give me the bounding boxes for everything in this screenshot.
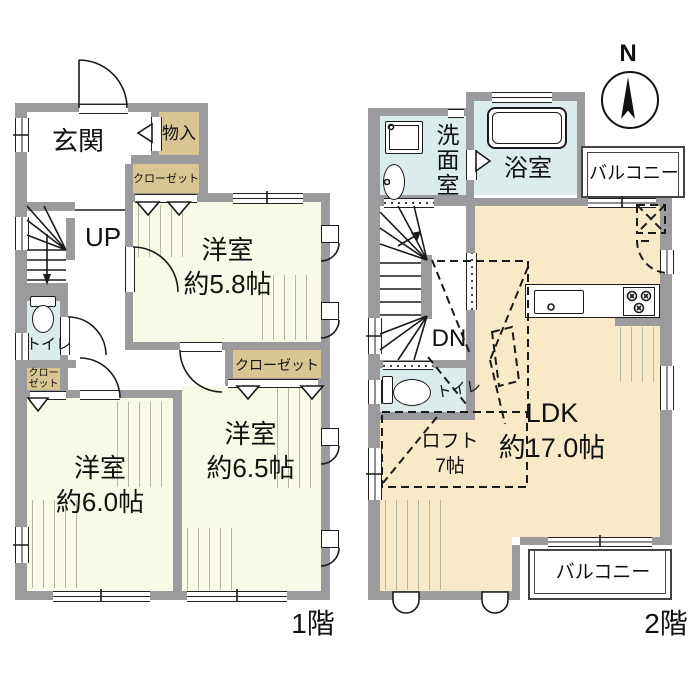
window bbox=[187, 591, 287, 602]
closet-track bbox=[30, 391, 66, 400]
wall bbox=[15, 360, 76, 368]
casement-window bbox=[321, 302, 339, 320]
door-opening bbox=[79, 104, 128, 114]
vent-opening bbox=[448, 109, 464, 118]
ldk-size: 約17.0帖 bbox=[498, 433, 606, 464]
wall bbox=[66, 218, 75, 260]
door-opening bbox=[80, 390, 120, 400]
room-6-5-label: 洋室 約6.5帖 bbox=[178, 418, 323, 486]
washing-machine-pan bbox=[385, 121, 423, 154]
closet-small-label: クロー ゼット bbox=[27, 368, 60, 390]
closet-65-label: クローゼット bbox=[235, 357, 319, 373]
door-swing bbox=[67, 316, 107, 356]
toilet-bowl bbox=[393, 379, 431, 406]
bath-label: 浴室 bbox=[504, 155, 552, 182]
window bbox=[368, 380, 382, 404]
casement-window bbox=[321, 530, 339, 548]
wall bbox=[15, 202, 75, 211]
door-opening bbox=[180, 342, 222, 352]
room-size: 約5.8帖 bbox=[183, 268, 272, 299]
loft-label: ロフト 7帖 bbox=[418, 430, 482, 479]
door-opening bbox=[466, 150, 477, 180]
wall bbox=[199, 103, 208, 202]
room-5-8-label: 洋室 約5.8帖 bbox=[150, 234, 305, 302]
toilet-bowl bbox=[32, 305, 54, 333]
wall bbox=[615, 318, 672, 326]
compass-circle bbox=[601, 71, 659, 129]
accordion-door bbox=[383, 361, 433, 370]
wall bbox=[368, 108, 474, 116]
wall bbox=[512, 545, 520, 591]
stairs-1f-treads bbox=[27, 249, 66, 281]
window bbox=[660, 250, 674, 274]
room-size: 約6.0帖 bbox=[55, 486, 145, 517]
storage-label: 物入 bbox=[162, 124, 196, 143]
toilet-tank bbox=[382, 376, 393, 404]
floor-hatch bbox=[385, 500, 443, 590]
window bbox=[15, 118, 29, 152]
washing-machine-inner bbox=[389, 125, 419, 150]
window bbox=[15, 217, 29, 250]
wall bbox=[133, 342, 330, 350]
balcony-bottom-label: バルコニー bbox=[555, 562, 651, 583]
window bbox=[548, 537, 652, 547]
room-6-0-label: 洋室 約6.0帖 bbox=[25, 452, 175, 520]
loft-size: 7帖 bbox=[435, 455, 465, 477]
balcony-top-label: バルコニー bbox=[589, 163, 679, 183]
storage-door-marker bbox=[136, 122, 153, 144]
toilet-label-1f: トイレ bbox=[26, 336, 72, 353]
closet-small-line2: ゼット bbox=[28, 378, 59, 390]
floor-hatch bbox=[187, 528, 237, 590]
bathtub bbox=[487, 107, 567, 149]
closet-track bbox=[135, 194, 197, 203]
wall bbox=[368, 108, 380, 600]
stove bbox=[623, 287, 655, 316]
window bbox=[368, 318, 382, 354]
window bbox=[660, 366, 674, 410]
wall bbox=[131, 155, 208, 164]
floor1-label: 1階 bbox=[291, 608, 335, 639]
floor2-label: 2階 bbox=[644, 608, 688, 639]
closet-small-line1: クロー bbox=[28, 368, 59, 379]
kitchen-sink bbox=[534, 290, 584, 314]
window bbox=[53, 591, 150, 602]
window bbox=[368, 448, 382, 500]
window bbox=[492, 92, 552, 103]
stairs-up-label: UP bbox=[84, 222, 122, 252]
stairs-1f-winders bbox=[26, 205, 67, 251]
ldk-name: LDK bbox=[525, 398, 579, 428]
window bbox=[15, 527, 29, 563]
loft-name: ロフト bbox=[421, 431, 479, 452]
room-size: 約6.5帖 bbox=[206, 452, 295, 483]
room-name: 洋室 bbox=[201, 235, 254, 265]
wall bbox=[15, 283, 68, 292]
entry-door-swing bbox=[78, 59, 128, 109]
closet-label: クローゼット bbox=[133, 173, 199, 185]
closet-track bbox=[228, 379, 318, 388]
wall bbox=[368, 412, 474, 420]
floor-hatch bbox=[620, 327, 662, 382]
washroom-label: 洗面室 bbox=[433, 122, 459, 198]
door-opening bbox=[466, 253, 477, 310]
window bbox=[588, 198, 656, 208]
stairs-dn-label: DN bbox=[431, 325, 467, 352]
washbasin bbox=[383, 164, 405, 200]
compass-north-label: N bbox=[619, 40, 637, 67]
casement-window bbox=[321, 225, 339, 243]
entrance-label: 玄関 bbox=[51, 126, 104, 156]
ldk-label: LDK 約17.0帖 bbox=[494, 396, 610, 466]
wall bbox=[466, 92, 474, 198]
wall bbox=[368, 591, 520, 600]
casement-window bbox=[321, 428, 339, 446]
window bbox=[233, 193, 303, 204]
room-name: 洋室 bbox=[224, 419, 277, 449]
room-name: 洋室 bbox=[73, 453, 126, 483]
stair-divider bbox=[421, 255, 432, 319]
bathtub-inner bbox=[492, 112, 562, 144]
